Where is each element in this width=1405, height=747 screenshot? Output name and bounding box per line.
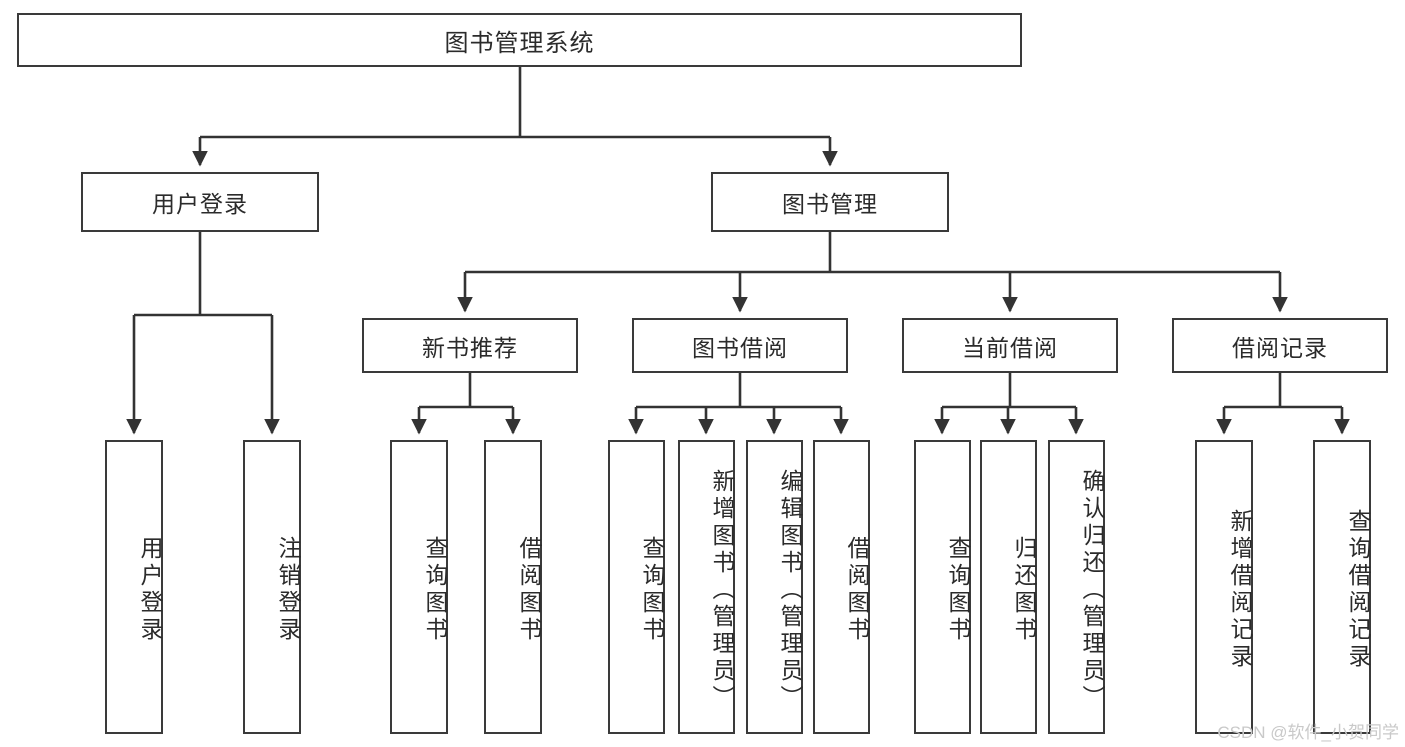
node-leaf-query-book-current[interactable]: 查询图书: [914, 440, 971, 734]
node-label: 编辑图书（管理员）: [777, 468, 803, 712]
node-leaf-query-book-borrow[interactable]: 查询图书: [608, 440, 665, 734]
node-label: 用户登录: [137, 536, 163, 644]
node-book-management[interactable]: 图书管理: [711, 172, 949, 232]
node-label: 图书管理系统: [444, 29, 595, 57]
node-label: 新增借阅记录: [1227, 509, 1253, 671]
node-label: 当前借阅: [962, 334, 1058, 361]
node-label: 借阅记录: [1232, 334, 1328, 361]
node-label: 查询图书: [639, 536, 665, 644]
node-leaf-edit-book-admin[interactable]: 编辑图书（管理员）: [746, 440, 803, 734]
node-leaf-borrow-book[interactable]: 借阅图书: [813, 440, 870, 734]
node-user-login[interactable]: 用户登录: [81, 172, 319, 232]
node-leaf-logout[interactable]: 注销登录: [243, 440, 301, 734]
node-label: 借阅图书: [844, 536, 870, 644]
node-label: 确认归还（管理员）: [1079, 468, 1105, 712]
node-leaf-confirm-return-admin[interactable]: 确认归还（管理员）: [1048, 440, 1105, 734]
node-label: 用户登录: [152, 191, 248, 217]
node-label: 图书管理: [782, 191, 878, 217]
node-label: 图书借阅: [692, 334, 788, 361]
node-leaf-return-book[interactable]: 归还图书: [980, 440, 1037, 734]
node-label: 新书推荐: [422, 334, 518, 361]
node-book-borrow[interactable]: 图书借阅: [632, 318, 848, 373]
node-label: 查询图书: [945, 536, 971, 644]
node-label: 归还图书: [1011, 536, 1037, 644]
node-label: 借阅图书: [516, 536, 542, 644]
node-leaf-borrow-book-recommend[interactable]: 借阅图书: [484, 440, 542, 734]
node-leaf-query-book-recommend[interactable]: 查询图书: [390, 440, 448, 734]
node-leaf-add-book-admin[interactable]: 新增图书（管理员）: [678, 440, 735, 734]
node-label: 查询借阅记录: [1345, 509, 1371, 671]
watermark: CSDN @软件_小贺同学: [1217, 723, 1399, 742]
node-root-system[interactable]: 图书管理系统: [17, 13, 1022, 67]
node-leaf-query-borrow-record[interactable]: 查询借阅记录: [1313, 440, 1371, 734]
node-leaf-user-login[interactable]: 用户登录: [105, 440, 163, 734]
node-new-book-recommend[interactable]: 新书推荐: [362, 318, 578, 373]
node-leaf-add-borrow-record[interactable]: 新增借阅记录: [1195, 440, 1253, 734]
node-label: 注销登录: [275, 536, 301, 644]
node-current-borrow[interactable]: 当前借阅: [902, 318, 1118, 373]
node-label: 查询图书: [422, 536, 448, 644]
node-borrow-record[interactable]: 借阅记录: [1172, 318, 1388, 373]
node-label: 新增图书（管理员）: [709, 468, 735, 712]
